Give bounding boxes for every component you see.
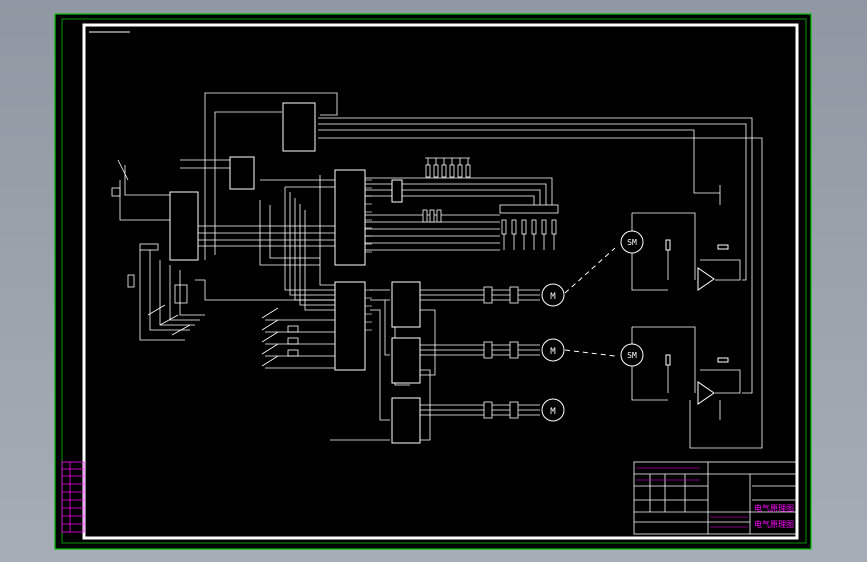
sheet-green-border [61, 18, 807, 544]
sheet-frame [82, 23, 799, 540]
switches-left [111, 159, 191, 336]
sensor-2: SM [620, 343, 644, 367]
ic-chips [169, 102, 421, 444]
ic-mcu [169, 191, 199, 261]
motor-1-label: M [550, 292, 556, 302]
connector-blocks [483, 286, 519, 419]
title-block [633, 461, 797, 535]
drawing-title-2: 电气原理图 [754, 519, 794, 529]
sheet-background [54, 13, 812, 550]
ic-driver-3 [391, 397, 421, 444]
coupling-links [564, 247, 616, 357]
resistor-array-mid [422, 204, 559, 250]
ic-decoder [334, 281, 366, 371]
motor-1: M [541, 283, 565, 307]
drawing-title-1: 电气原理图 [754, 503, 794, 513]
sensor-2-label: SM [627, 351, 637, 360]
motor-2-label: M [550, 347, 556, 357]
sensor-1-label: SM [627, 238, 637, 247]
sensor-1: SM [620, 230, 644, 254]
motor-2: M [541, 338, 565, 362]
ic-small [391, 179, 403, 203]
motor-3-label: M [550, 407, 556, 417]
ic-latch [229, 156, 255, 190]
ic-timer [282, 102, 316, 152]
op-amps [665, 239, 729, 405]
resistor-array-top [425, 157, 471, 178]
title-block-magenta [636, 467, 748, 528]
ic-driver-1 [391, 281, 421, 328]
ic-driver-2 [391, 337, 421, 384]
motor-3: M [541, 398, 565, 422]
pin-ticks [365, 179, 372, 331]
ic-controller [334, 169, 366, 266]
switches-bottom [261, 307, 390, 441]
revision-block [61, 461, 85, 533]
